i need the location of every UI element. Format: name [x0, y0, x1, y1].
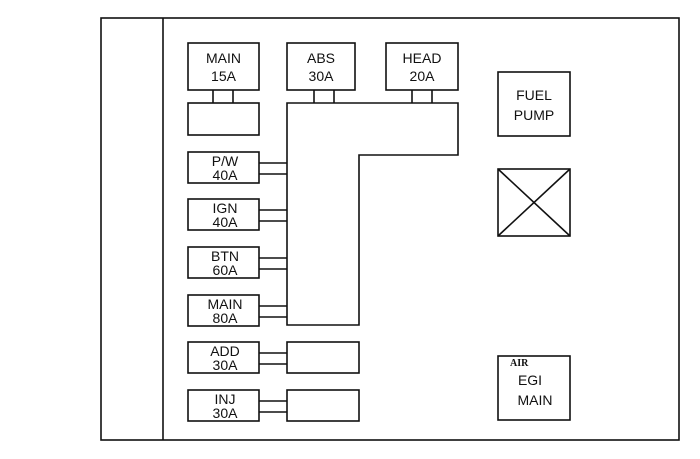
fuse-side-2: BTN 60A — [187, 246, 287, 279]
fuse-rating: 40A — [213, 214, 239, 230]
fuse-main-15a: MAIN 15A — [187, 42, 260, 136]
fuse-rating: 15A — [211, 68, 237, 84]
empty-slot — [286, 341, 360, 374]
relay-egi-main: AIR EGI MAIN — [497, 355, 571, 421]
fuse-name: ABS — [307, 50, 335, 66]
fuse-abs-30a: ABS 30A — [286, 42, 356, 103]
fuse-rating: 80A — [213, 310, 239, 326]
fuse-side-4: ADD 30A — [187, 341, 360, 374]
fuse-head-20a: HEAD 20A — [385, 42, 459, 103]
fuse-rating: 30A — [213, 405, 239, 421]
fuse-rating: 30A — [213, 357, 239, 373]
fuse-name: HEAD — [403, 50, 442, 66]
busbar-block — [286, 102, 459, 326]
relay-tag: AIR — [510, 358, 529, 369]
empty-relay-slot — [497, 168, 571, 237]
fuse-name: BTN — [211, 248, 239, 264]
fuse-name: IGN — [213, 200, 238, 216]
fuse-side-0: P/W 40A — [187, 151, 287, 184]
relay-label: PUMP — [514, 107, 554, 123]
fuse-name: INJ — [215, 391, 236, 407]
fuse-rating: 30A — [309, 68, 335, 84]
relay-label: FUEL — [516, 87, 552, 103]
fuse-name: ADD — [210, 343, 240, 359]
fuse-side-5: INJ 30A — [187, 389, 360, 422]
fuse-name: MAIN — [208, 296, 243, 312]
empty-slot — [286, 389, 360, 422]
empty-slot — [187, 102, 260, 136]
fuse-name: MAIN — [206, 50, 241, 66]
relay-label: MAIN — [518, 392, 553, 408]
fuse-side-3: MAIN 80A — [187, 294, 287, 327]
relay-fuel-pump: FUEL PUMP — [497, 71, 571, 137]
fuse-side-1: IGN 40A — [187, 198, 287, 231]
fuse-rating: 60A — [213, 262, 239, 278]
fuse-rating: 40A — [213, 167, 239, 183]
fuse-rating: 20A — [410, 68, 436, 84]
relay-label: EGI — [518, 372, 542, 388]
fuse-name: P/W — [212, 153, 239, 169]
